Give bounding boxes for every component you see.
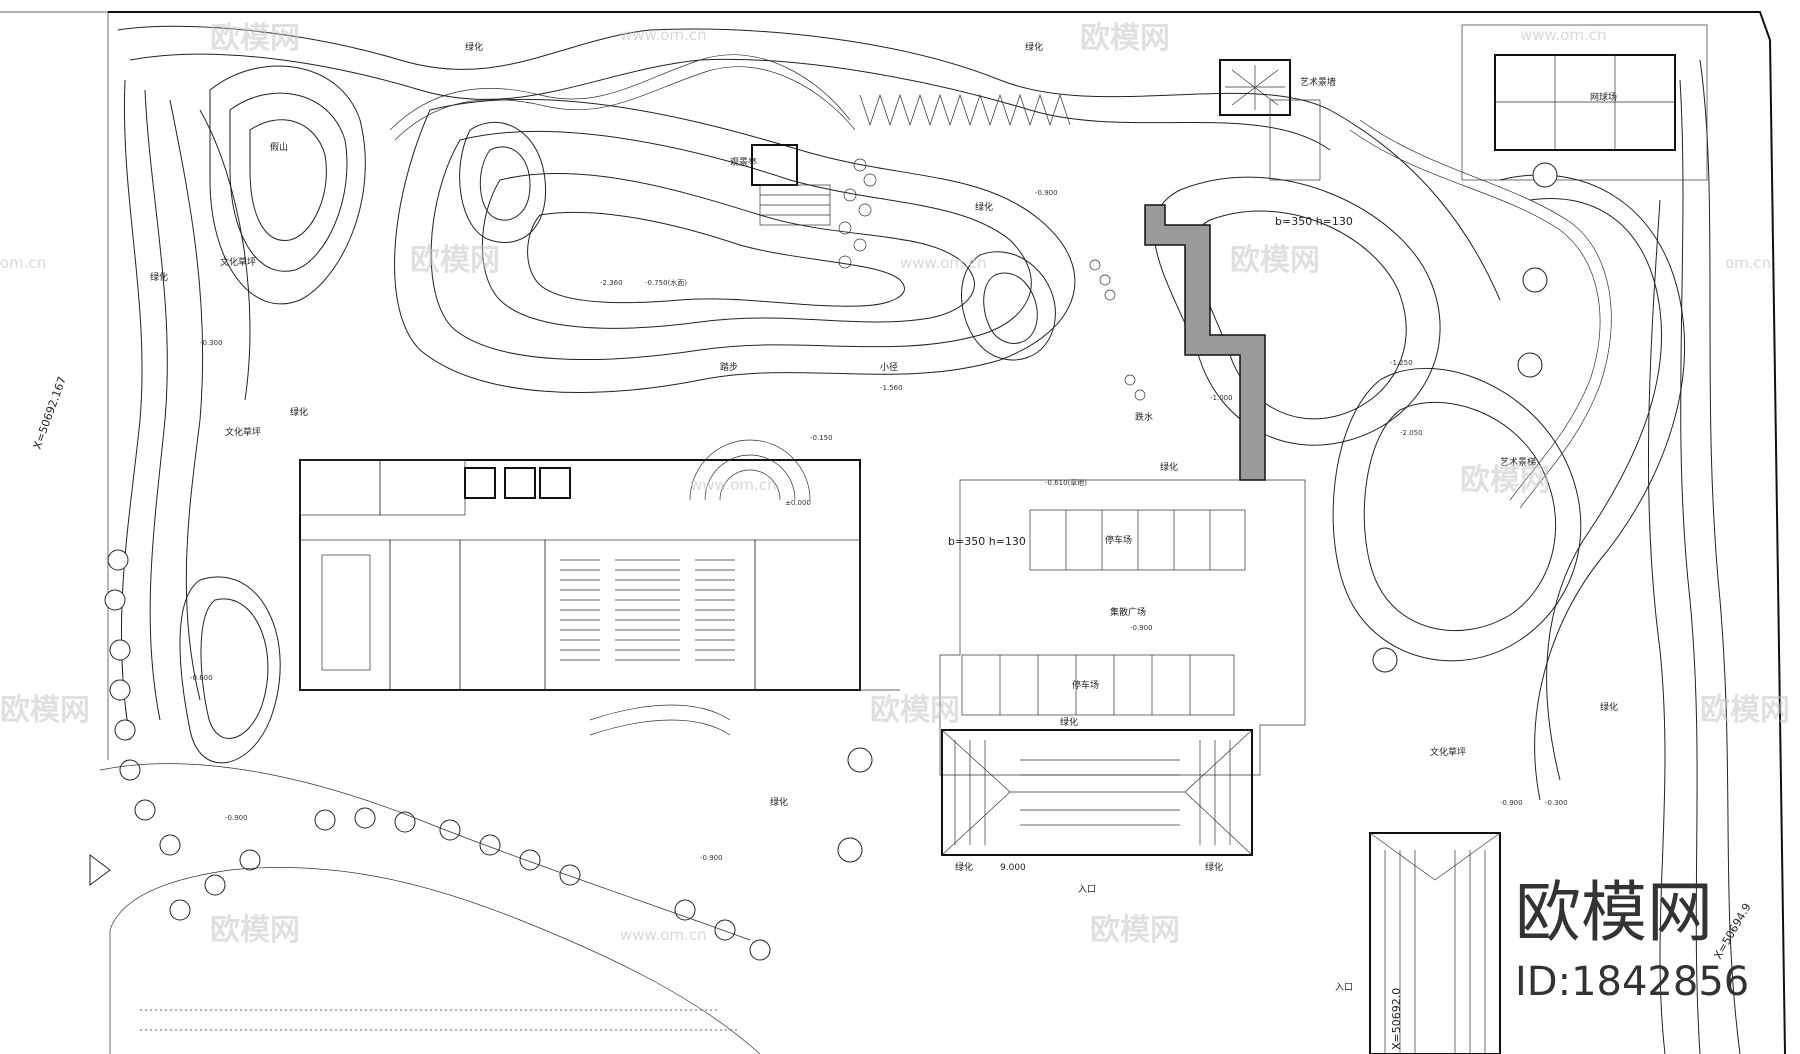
coord-south: X=50692.0: [1390, 988, 1403, 1050]
southeast-building: 入口: [1335, 832, 1501, 1054]
elev-13: -0.610(草地): [1045, 478, 1087, 487]
south-greening-label: 绿化: [1060, 716, 1078, 728]
elev-14: -0.900: [225, 814, 248, 822]
watermark-domain-left: om.cn: [0, 254, 46, 272]
elevation-markers: -0.900 -0.300 -0.600 -1.560 -2.360 -1.00…: [190, 189, 1568, 873]
entrance-label: 入口: [1078, 884, 1096, 895]
trees: [104, 162, 1558, 961]
boulders: [838, 158, 1146, 401]
culture-lawn-label-2: 文化草坪: [225, 426, 261, 438]
watermark-domain-right: om.cn: [1725, 254, 1771, 272]
art-stair-label: 艺术景梯: [1500, 456, 1536, 468]
elev-1: -0.900: [1035, 189, 1058, 197]
elev-16: -0.900: [1500, 799, 1523, 807]
elev-9: -0.150: [810, 434, 833, 442]
watermark-4: 欧模网: [1230, 243, 1320, 278]
watermarks: 欧模网 欧模网 欧模网 欧模网 欧模网 欧模网 欧模网 欧模网 欧模网 欧模网 …: [0, 21, 1790, 948]
south-road: [89, 763, 761, 1054]
watermark-8: 欧模网: [210, 913, 300, 948]
tennis-court: 网球场: [1461, 24, 1708, 181]
greening-label-3: 绿化: [465, 41, 483, 53]
elev-2: -0.300: [200, 339, 223, 347]
site-boundary: [0, 11, 1786, 1054]
watermark-2: 欧模网: [1080, 21, 1170, 56]
elev-8: -2.050: [1400, 429, 1423, 437]
waterfall-label: 跌水: [1135, 411, 1153, 423]
watermark-url-4: www.om.cn: [690, 476, 777, 494]
hipped-roof-building: 绿化: [941, 716, 1253, 856]
stair-label: 踏步: [720, 361, 738, 373]
brand-id: ID:1842856: [1515, 959, 1749, 1005]
path-label: 小径: [880, 361, 898, 373]
stepping-wall: [859, 93, 1071, 127]
main-building: [299, 439, 900, 736]
art-wall: 艺术景墙: [1219, 59, 1336, 181]
elev-17: -0.300: [1545, 799, 1568, 807]
greening-label-1: 绿化: [150, 271, 168, 283]
watermark-url-1: www.om.cn: [620, 26, 707, 44]
elev-7: -1.250: [1390, 359, 1413, 367]
area-labels: 绿化 绿化 绿化 绿化 绿化 绿化 绿化 绿化 绿化 绿化 文化草坪 文化草坪 …: [150, 41, 1618, 895]
brand-stamp: 欧模网 ID:1842856: [1515, 874, 1749, 1005]
watermark-url-5: www.om.cn: [620, 926, 707, 944]
watermark-6: 欧模网: [870, 693, 960, 728]
greening-label-2: 绿化: [290, 406, 308, 418]
coord-west: X=50692.167: [31, 375, 69, 451]
greening-label-4: 绿化: [1025, 41, 1043, 53]
brand-name: 欧模网: [1515, 874, 1713, 951]
elev-5: -2.360: [600, 279, 623, 287]
auditorium-seating: [560, 559, 735, 661]
watermark-7: 欧模网: [1700, 693, 1790, 728]
step-dim-a: b=350 h=130: [1275, 215, 1353, 228]
parking-lot-north: 停车场: [1029, 509, 1246, 571]
greening-label-9: 绿化: [1205, 861, 1223, 873]
elev-4: -1.560: [880, 384, 903, 392]
plaza-label: 集散广场: [1110, 606, 1146, 618]
greening-label-10: 绿化: [770, 796, 788, 808]
culture-lawn-label-3: 文化草坪: [1430, 746, 1466, 758]
elev-3: -0.600: [190, 674, 213, 682]
step-dim-b: b=350 h=130: [948, 535, 1026, 548]
watermark-url-3: www.om.cn: [900, 254, 987, 272]
stepped-path: [1144, 204, 1266, 481]
elev-6: -1.000: [1210, 394, 1233, 402]
entrance-plaza: 集散广场: [939, 479, 1306, 776]
elev-15: -0.900: [700, 854, 723, 862]
greening-label-6: 绿化: [975, 201, 993, 213]
elev-11: 9.000: [1000, 863, 1026, 873]
pavilion-label: 观景亭: [730, 156, 757, 168]
culture-lawn-label-1: 文化草坪: [220, 256, 256, 268]
art-wall-label: 艺术景墙: [1300, 76, 1336, 88]
garden-path: [389, 54, 1612, 509]
pavilion: 观景亭: [730, 144, 831, 226]
watermark-9: 欧模网: [1090, 913, 1180, 948]
elev-12: -0.750(水面): [645, 278, 687, 287]
tennis-label: 网球场: [1590, 91, 1617, 103]
greening-label-5: 绿化: [1600, 701, 1618, 713]
watermark-3: 欧模网: [410, 243, 500, 278]
watermark-5: 欧模网: [0, 693, 90, 728]
rockery-label: 假山: [270, 142, 288, 153]
greening-label-7: 绿化: [1160, 461, 1178, 473]
watermark-url-2: www.om.cn: [1520, 26, 1607, 44]
elev-18: -0.900: [1130, 624, 1153, 632]
greening-label-8: 绿化: [955, 861, 973, 873]
coord-east: X=50694.9: [1711, 901, 1753, 961]
southeast-entrance-label: 入口: [1335, 982, 1353, 993]
parking-lot-south: 停车场: [961, 654, 1235, 716]
step-dimensions: b=350 h=130 b=350 h=130: [948, 215, 1353, 548]
watermark-10: 欧模网: [1460, 463, 1550, 498]
parking-label-south: 停车场: [1072, 679, 1099, 691]
watermark-1: 欧模网: [210, 21, 300, 56]
parking-label-north: 停车场: [1105, 534, 1132, 546]
elev-10: ±0.000: [785, 499, 811, 507]
